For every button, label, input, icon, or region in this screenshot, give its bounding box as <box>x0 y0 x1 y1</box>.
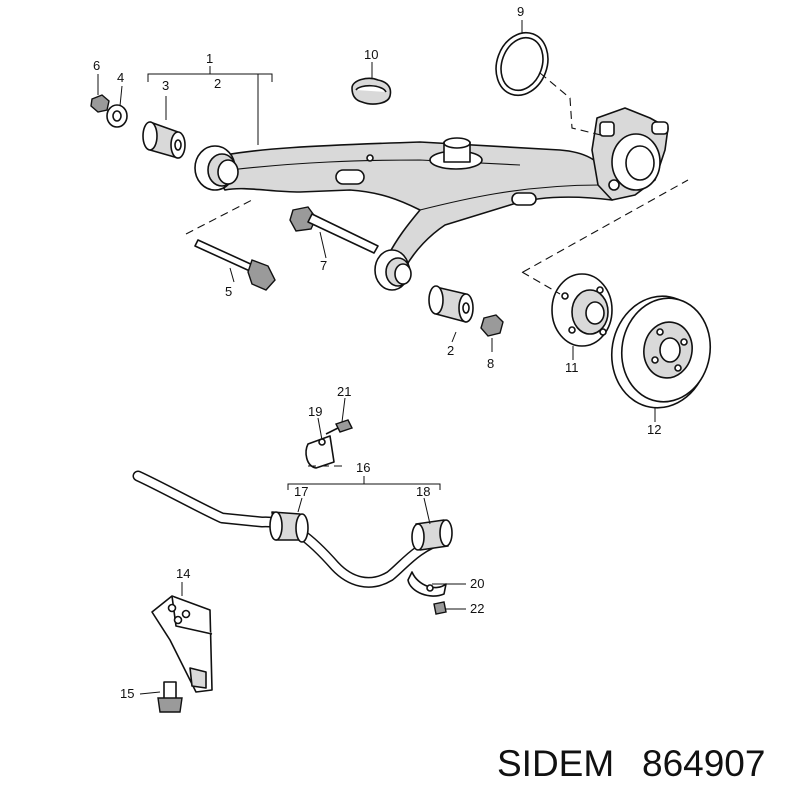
callout-21: 21 <box>337 384 351 399</box>
sealing-ring <box>495 31 549 97</box>
callout-14: 14 <box>176 566 190 581</box>
callout-10: 10 <box>364 47 378 62</box>
callout-3: 3 <box>162 78 169 93</box>
callout-5: 5 <box>225 284 232 299</box>
callout-11: 11 <box>565 360 579 375</box>
callout-7: 7 <box>320 258 327 273</box>
callout-2-top: 2 <box>214 76 221 91</box>
callout-1: 1 <box>206 51 213 66</box>
footer-caption: SIDEM 864907 <box>497 743 765 784</box>
bushing-right <box>428 285 504 337</box>
callout-20: 20 <box>470 576 484 591</box>
clamp-19 <box>305 419 353 469</box>
callout-8: 8 <box>487 356 494 371</box>
callout-22: 22 <box>470 601 484 616</box>
callout-2-bottom: 2 <box>447 343 454 358</box>
clamp-20 <box>407 571 447 615</box>
callout-15: 15 <box>120 686 134 701</box>
anti-roll-bar <box>132 470 453 588</box>
callout-12: 12 <box>647 422 661 437</box>
assembly-lines <box>185 72 689 467</box>
callout-17: 17 <box>294 484 308 499</box>
callout-19: 19 <box>308 404 322 419</box>
bolt-7 <box>289 206 379 254</box>
callout-4: 4 <box>117 70 124 85</box>
bolt-5 <box>194 239 276 291</box>
brand-name: SIDEM <box>497 743 614 784</box>
wheel-carrier <box>591 107 669 201</box>
callout-9: 9 <box>517 4 524 19</box>
washer-nut <box>90 94 128 128</box>
brake-disc <box>610 295 712 409</box>
trailing-arm <box>194 137 613 291</box>
cap <box>351 77 392 105</box>
bushing-left <box>142 121 186 159</box>
callout-labels: 1 2 3 4 6 10 9 5 7 2 8 11 12 16 17 18 19… <box>93 4 661 701</box>
callout-16: 16 <box>356 460 370 475</box>
part-number: 864907 <box>642 743 765 784</box>
bracket-14 <box>151 595 213 713</box>
wheel-hub <box>551 273 613 347</box>
callout-18: 18 <box>416 484 430 499</box>
leader-lines <box>97 20 656 695</box>
callout-6: 6 <box>93 58 100 73</box>
